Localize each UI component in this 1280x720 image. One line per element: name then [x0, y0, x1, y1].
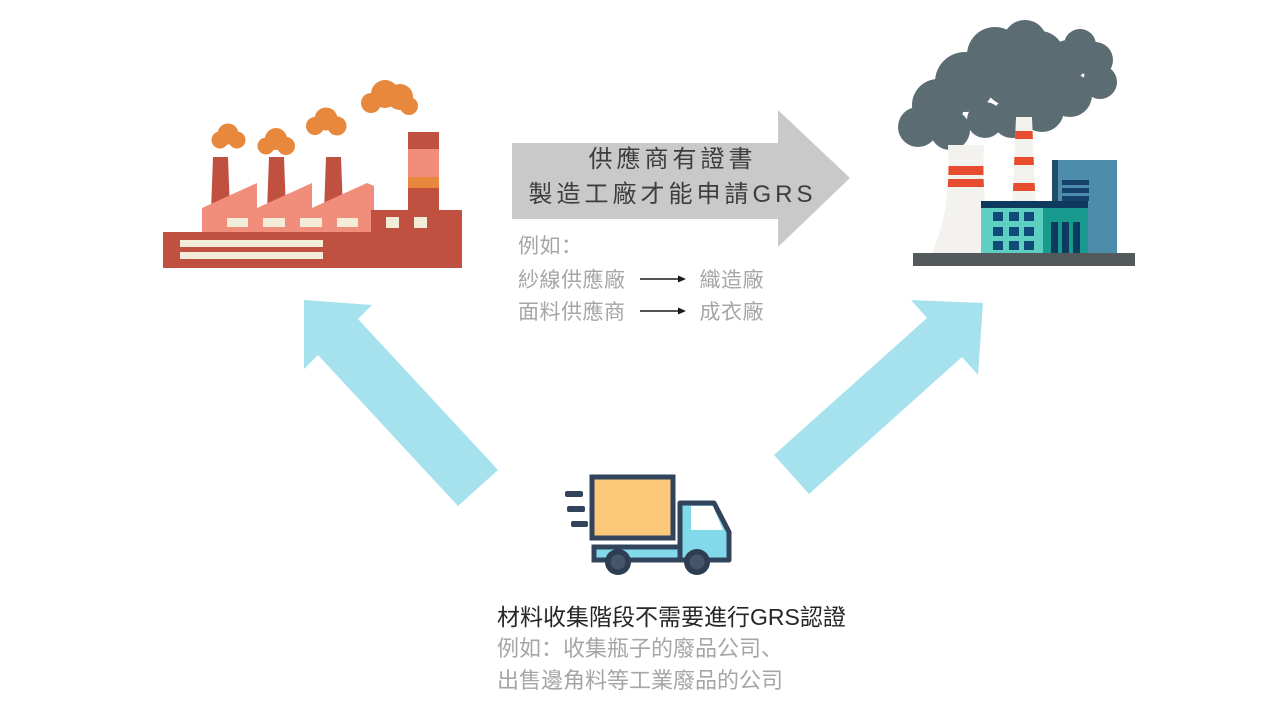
collection-note-block: 材料收集階段不需要進行GRS認證 例如：收集瓶子的廢品公司、 出售邊角料等工業廢… [497, 601, 846, 697]
truck-windshield [691, 506, 723, 530]
factory-roof-windows [227, 218, 358, 227]
plant-smoke-clouds [898, 20, 1117, 150]
supplier-example-from: 面料供應商 [518, 301, 626, 324]
up-right-arrow-shape [774, 300, 983, 494]
right-arrow [512, 110, 850, 247]
factory-base [163, 232, 462, 268]
center-arrow-label: 供應商有證書 製造工廠才能申請GRS [500, 142, 845, 212]
truck-cargo-box [589, 474, 676, 541]
collection-note-title: 材料收集階段不需要進行GRS認證 [497, 604, 846, 630]
plant-chimney-stripes [1012, 131, 1036, 191]
collection-note-line1: 例如：收集瓶子的廢品公司、 [497, 636, 784, 661]
supplier-example-to: 成衣廠 [699, 301, 764, 324]
factory-icon [163, 80, 462, 268]
truck-wheels [605, 549, 710, 575]
supplier-example-intro: 例如： [518, 235, 583, 258]
factory-smoke-clouds [211, 80, 418, 155]
teal-building-windows [993, 212, 1034, 250]
supplier-example-row: 面料供應商 成衣廠 [518, 295, 764, 327]
factory-base-stripes [180, 240, 323, 259]
small-right-arrow-icon [639, 307, 686, 315]
collection-note-line2: 出售邊角料等工業廢品的公司 [497, 668, 784, 693]
supplier-example-from: 紗線供應廠 [518, 269, 626, 292]
industrial-plant-icon [898, 20, 1135, 266]
blue-building-windows [1062, 180, 1089, 201]
plant-door-bars [1051, 222, 1080, 255]
supplier-example-block: 例如： 紗線供應廠 織造廠 面料供應商 成衣廠 [518, 231, 764, 327]
up-left-arrow-shape [304, 300, 498, 506]
delivery-truck-icon [565, 474, 732, 575]
cooling-tower-stripes [931, 166, 1000, 187]
plant-roof-band [981, 201, 1088, 208]
supplier-example-to: 織造廠 [699, 269, 764, 292]
center-arrow-label-line1: 供應商有證書 [588, 146, 757, 173]
small-right-arrow-icon [639, 275, 686, 283]
up-left-arrow [304, 300, 498, 506]
supplier-example-row: 紗線供應廠 織造廠 [518, 263, 764, 295]
plant-ground [913, 253, 1135, 266]
up-right-arrow [774, 300, 983, 494]
center-arrow-label-line2: 製造工廠才能申請GRS [528, 181, 817, 208]
right-arrow-shape [512, 110, 850, 247]
truck-speed-lines [565, 491, 588, 527]
